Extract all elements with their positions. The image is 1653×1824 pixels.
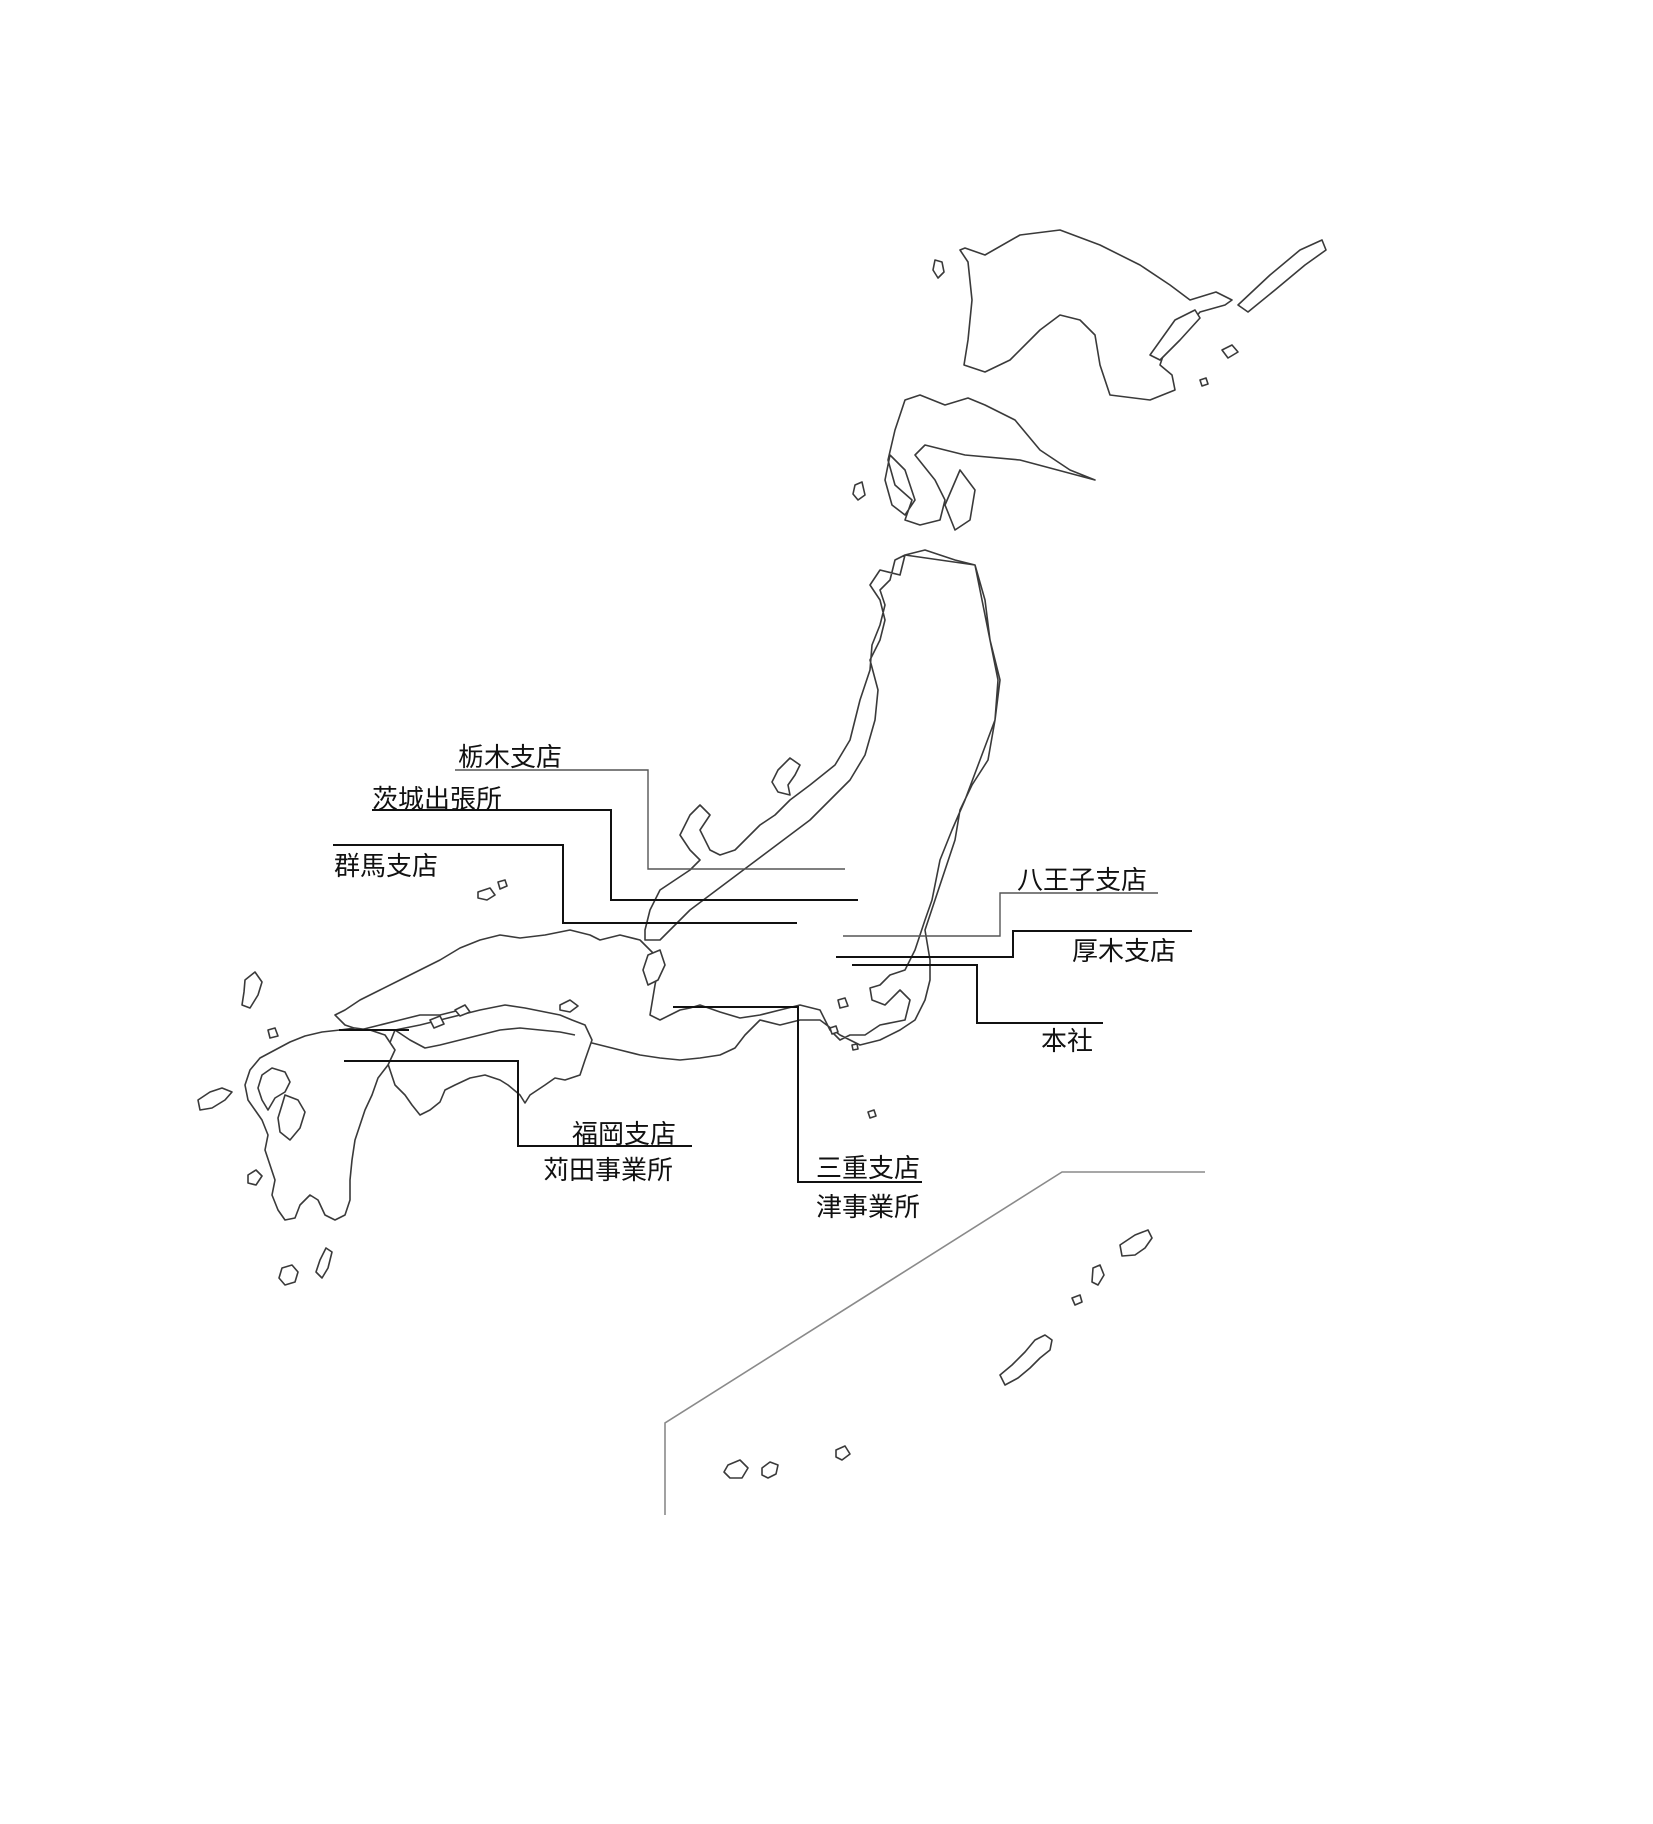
label-hachioji-branch: 八王子支店 [1017,866,1148,896]
iki-island [267,1027,279,1039]
label-gunma-branch: 群馬支店 [334,852,439,882]
label-tochigi-branch: 栃木支店 [458,743,563,773]
oki-islet [497,879,508,890]
etorofu-island [1237,239,1327,313]
amami-island [1119,1229,1153,1257]
izu-island-1 [837,997,849,1009]
oki-island [477,887,496,901]
sado-island [771,757,801,796]
habomai-islet [1199,377,1209,387]
okushiri-island [852,481,866,501]
iriomote-island [723,1459,749,1479]
label-fukuoka-branch: 福岡支店 [572,1120,677,1150]
label-head-office: 本社 [1041,1027,1094,1057]
leader-tochigi [455,769,845,870]
leader-honsha [852,964,1103,1024]
leader-gunma [333,844,797,924]
awaji-island [642,949,666,986]
tsushima-island [241,971,263,1009]
tokunoshima-island [1091,1264,1105,1286]
kunashiri-island [1149,309,1201,361]
ishigaki-island [761,1461,779,1479]
leader-atsugi [836,930,1192,958]
inland-sea-islet-1 [454,1004,471,1017]
label-tsu-office: 津事業所 [816,1193,921,1223]
leader-ibaraki [372,809,858,901]
izu-island-3 [851,1043,859,1051]
tanegashima-island [315,1247,333,1279]
koshiki-island [247,1169,263,1186]
okinawa-island [999,1334,1053,1386]
leader-mie [673,1006,922,1183]
leader-kanda [344,1060,692,1147]
kyushu-island [244,1027,396,1221]
rebun-island [932,259,945,279]
izu-island-2 [829,1025,839,1035]
shodoshima-island [559,999,579,1013]
miyako-island [835,1445,851,1461]
label-ibaraki-office: 茨城出張所 [372,785,503,815]
honshu-island [334,549,1001,1061]
shikotan-island [1221,344,1239,359]
yakushima-island [278,1264,299,1286]
okinawa-inset-border [664,1171,1205,1515]
okinoerabu-island [1071,1294,1083,1306]
izu-island-4 [867,1109,877,1119]
label-kanda-office: 苅田事業所 [543,1156,674,1186]
label-mie-branch: 三重支店 [816,1154,921,1184]
hokkaido-island [884,229,1233,531]
label-atsugi-branch: 厚木支店 [1072,937,1177,967]
goto-islands [197,1087,233,1111]
inland-sea-islet-2 [429,1015,445,1029]
leader-hachioji [843,892,1158,937]
